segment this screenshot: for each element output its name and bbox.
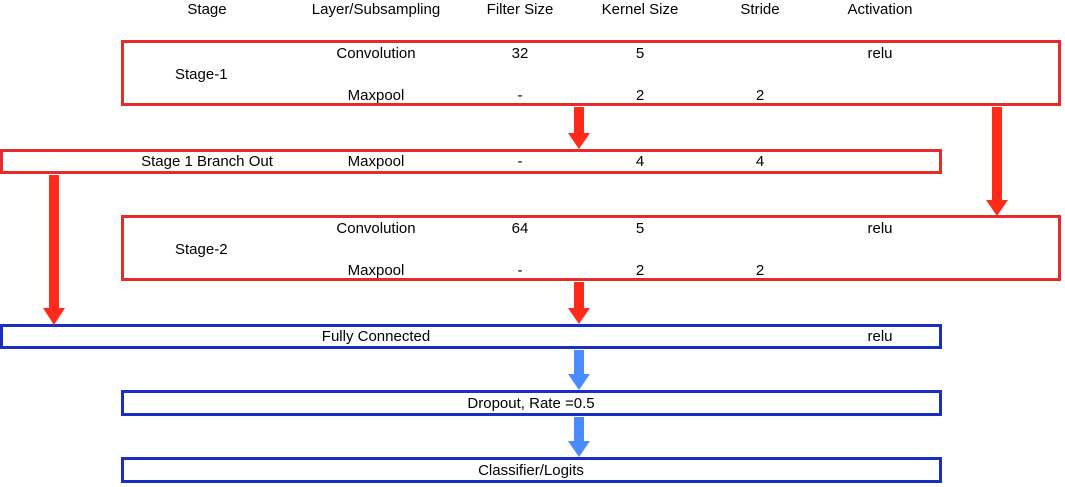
stage1-conv-activation: relu <box>867 45 893 62</box>
stage1-box <box>121 40 1061 106</box>
stage1-pool-filter: - <box>517 87 523 104</box>
red-arrow-icon <box>568 107 590 149</box>
stage1-conv-filter: 32 <box>511 45 529 62</box>
stage2-pool-stride: 2 <box>755 262 765 279</box>
stage2-label: Stage-2 <box>175 241 228 258</box>
classifier-box <box>121 457 942 483</box>
stage1-conv-kernel: 5 <box>635 45 645 62</box>
red-arrow-icon <box>986 107 1008 216</box>
stage2-box <box>121 215 1061 281</box>
stage1-pool-kernel: 2 <box>635 87 645 104</box>
header-filter-size: Filter Size <box>486 1 554 18</box>
branch-box <box>0 149 942 174</box>
branch-kernel: 4 <box>635 153 645 170</box>
header-kernel-size: Kernel Size <box>601 1 679 18</box>
stage2-conv-kernel: 5 <box>635 220 645 237</box>
red-arrow-icon <box>43 175 65 325</box>
red-arrow-icon <box>568 282 590 324</box>
header-layer: Layer/Subsampling <box>311 1 441 18</box>
branch-filter: - <box>517 153 523 170</box>
stage1-pool-stride: 2 <box>755 87 765 104</box>
stage2-conv-filter: 64 <box>511 220 529 237</box>
blue-arrow-icon <box>568 350 590 390</box>
fully-connected-label: Fully Connected <box>321 328 431 345</box>
stage1-label: Stage-1 <box>175 66 228 83</box>
fully-connected-box <box>0 324 942 349</box>
blue-arrow-icon <box>568 417 590 457</box>
branch-stride: 4 <box>755 153 765 170</box>
stage2-pool-layer: Maxpool <box>347 262 405 279</box>
stage2-conv-layer: Convolution <box>336 220 416 237</box>
dropout-label: Dropout, Rate =0.5 <box>467 395 595 412</box>
stage1-pool-layer: Maxpool <box>347 87 405 104</box>
header-stride: Stride <box>740 1 780 18</box>
header-activation: Activation <box>847 1 913 18</box>
branch-layer: Maxpool <box>347 153 405 170</box>
stage1-conv-layer: Convolution <box>336 45 416 62</box>
stage2-conv-activation: relu <box>867 220 893 237</box>
branch-label: Stage 1 Branch Out <box>141 153 273 170</box>
dropout-box <box>121 390 942 416</box>
fully-connected-activation: relu <box>867 328 893 345</box>
stage2-pool-kernel: 2 <box>635 262 645 279</box>
header-stage: Stage <box>187 1 227 18</box>
stage2-pool-filter: - <box>517 262 523 279</box>
classifier-label: Classifier/Logits <box>478 462 584 479</box>
